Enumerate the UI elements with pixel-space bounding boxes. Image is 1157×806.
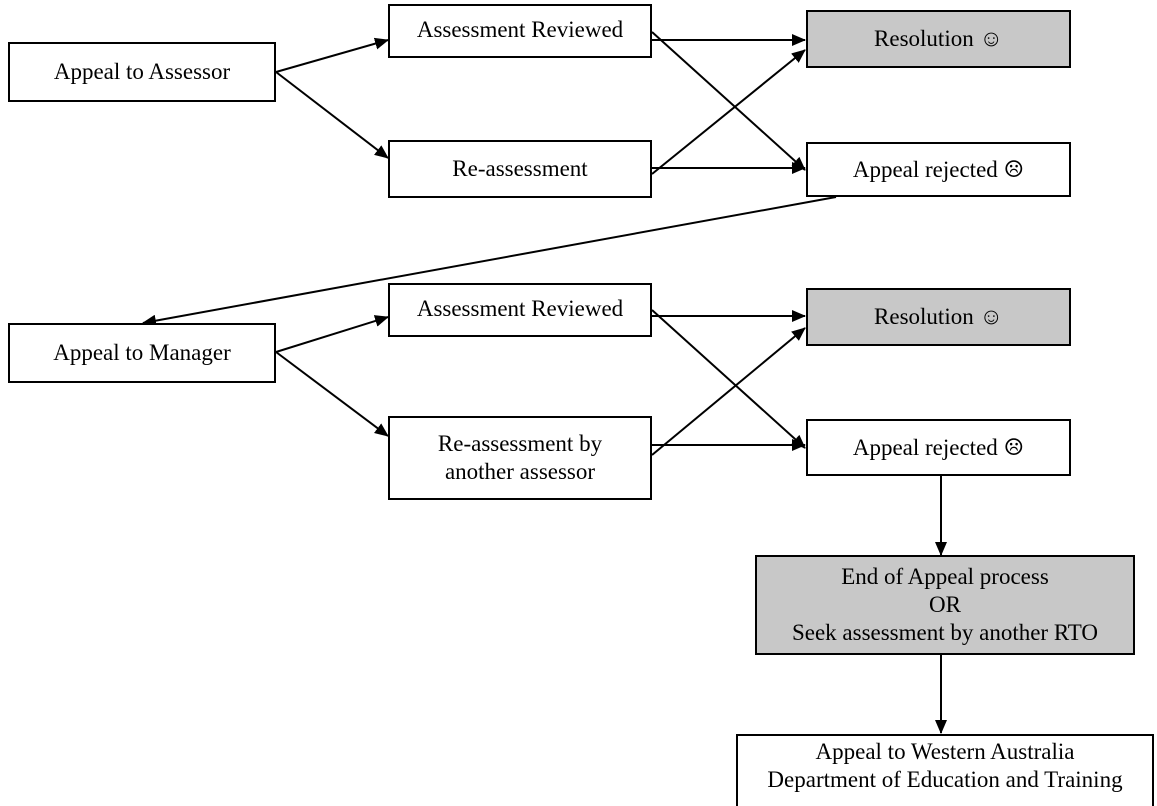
appeal-rejected-label-1: Appeal rejected ☹	[852, 156, 1025, 182]
re-assessment-box-2: Re-assessment by another assessor	[388, 416, 652, 500]
appeal-rejected-box-1: Appeal rejected ☹	[806, 142, 1071, 197]
assessment-reviewed-label-2: Assessment Reviewed	[416, 296, 624, 321]
end-of-appeal-line3: Seek assessment by another RTO	[791, 620, 1099, 645]
arrow-manager-to-reviewed	[275, 315, 389, 353]
arrow-assessor-to-reviewed	[275, 37, 389, 73]
arrow-reviewed2-to-rejected	[651, 309, 806, 449]
re-assessment-box-1: Re-assessment	[388, 140, 652, 198]
end-of-appeal-line1: End of Appeal process	[841, 564, 1049, 589]
assessment-reviewed-box-1: Assessment Reviewed	[388, 4, 652, 58]
end-of-appeal-box: End of Appeal process OR Seek assessment…	[755, 555, 1135, 655]
arrow-rejected-to-manager	[142, 196, 837, 327]
appeal-to-assessor-label: Appeal to Assessor	[53, 59, 231, 84]
arrow-reassessment-to-resolution	[651, 49, 806, 175]
re-assessment-label-2-line2: another assessor	[444, 459, 596, 484]
appeal-to-manager-label: Appeal to Manager	[53, 340, 231, 365]
external-appeal-line1: Appeal to Western Australia	[815, 739, 1075, 764]
appeal-rejected-box-2: Appeal rejected ☹	[806, 419, 1071, 476]
resolution-label-1: Resolution ☺	[874, 26, 1003, 51]
resolution-box-2: Resolution ☺	[806, 288, 1071, 346]
arrow-assessor-to-reassessment	[275, 71, 389, 159]
end-of-appeal-line2: OR	[929, 592, 961, 617]
external-appeal-line2: Department of Education and Training	[767, 767, 1123, 792]
re-assessment-label-2-line1: Re-assessment by	[437, 431, 603, 456]
arrow-manager-to-reassessment	[275, 351, 389, 437]
assessment-reviewed-box-2: Assessment Reviewed	[388, 283, 652, 337]
appeal-to-assessor-box: Appeal to Assessor	[8, 42, 276, 102]
external-appeal-box: Appeal to Western Australia Department o…	[736, 734, 1154, 806]
appeal-to-manager-box: Appeal to Manager	[8, 323, 276, 383]
assessment-reviewed-label-1: Assessment Reviewed	[416, 17, 624, 42]
arrow-reassessment2-to-resolution	[651, 327, 806, 456]
resolution-label-2: Resolution ☺	[874, 304, 1003, 329]
resolution-box-1: Resolution ☺	[806, 10, 1071, 68]
appeal-rejected-label-2: Appeal rejected ☹	[852, 434, 1025, 460]
arrow-reviewed-to-rejected	[651, 31, 806, 171]
re-assessment-label-1: Re-assessment	[452, 156, 588, 181]
